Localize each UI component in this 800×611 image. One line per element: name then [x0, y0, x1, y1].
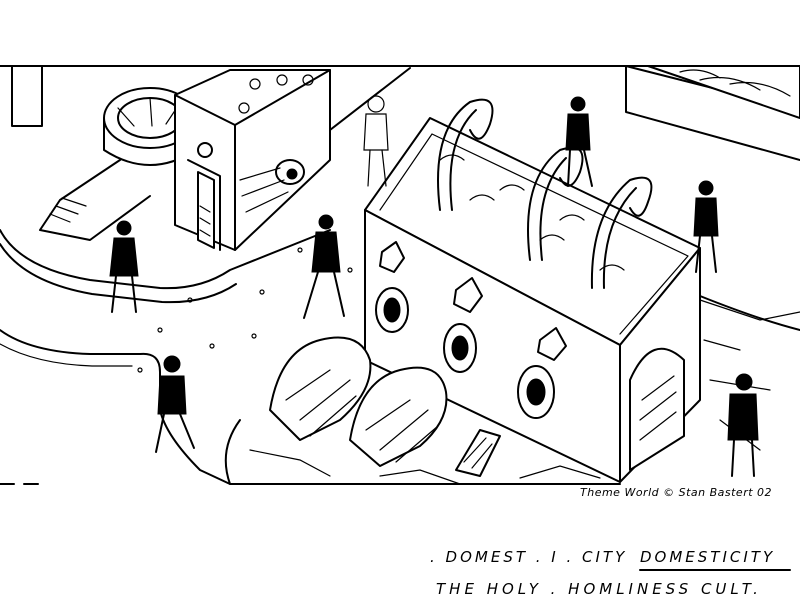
figure-ghost-top — [363, 95, 389, 187]
hedge-sculptures — [269, 336, 501, 477]
caption-line1-left: . DOMEST . I . CITY — [430, 548, 627, 566]
figure-bottom-right — [727, 373, 759, 477]
figure-bottom-walker — [155, 355, 195, 453]
top-right-planter — [647, 65, 800, 119]
caption-line1-right: DOMESTICITY — [640, 548, 775, 566]
figure-right-walker — [693, 180, 719, 273]
figure-on-roof — [565, 96, 593, 187]
main-house-building — [364, 98, 701, 483]
ground-dots — [137, 247, 353, 373]
figure-center-walker — [303, 214, 345, 319]
figure-left-walker — [109, 220, 139, 313]
signature: Theme World © Stan Bastert 02 — [580, 486, 772, 499]
caption-line2: THE HOLY . HOMLINESS CULT. — [436, 580, 762, 598]
spiral-fountain — [11, 65, 197, 241]
center-block-building — [174, 69, 331, 251]
plaza-ground — [224, 295, 800, 485]
upper-left-platform — [0, 229, 331, 485]
